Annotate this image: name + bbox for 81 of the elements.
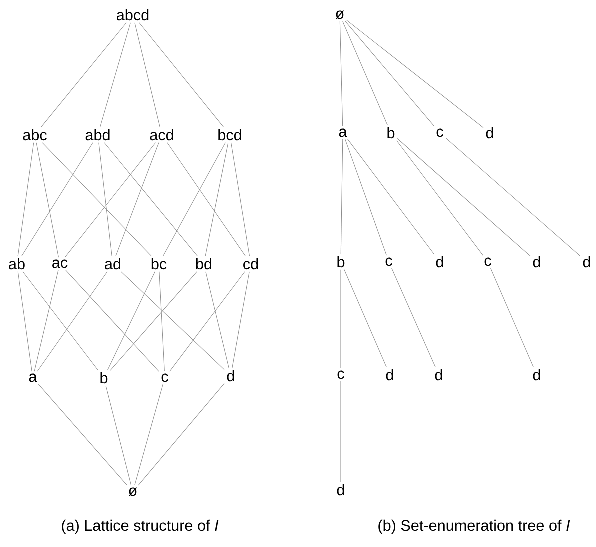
connector-line [36,142,60,258]
node-label: ac [52,260,68,268]
connector-line [104,142,198,256]
connector-line [346,20,484,128]
connector-line [139,22,224,128]
connector-line [170,272,246,372]
connector-line [134,384,164,486]
connector-line [121,272,225,370]
node-label: d [435,369,442,381]
connector-line [206,272,230,368]
node-label: c [436,128,444,138]
node-label: bc [152,258,167,270]
connector-line [66,270,160,372]
node-label: d [227,370,234,382]
connector-line [490,268,534,368]
connector-line [106,386,132,486]
connector-line [134,22,160,128]
node-label: abc [23,129,47,141]
node-label: a [29,374,38,382]
connector-line [37,272,108,372]
connector-line [159,272,165,372]
node-label: c [484,258,492,266]
node-label: acd [150,129,174,141]
connector-line [116,142,160,256]
connector-line [108,272,156,370]
connector-line [340,381,342,482]
connector-line [342,21,388,126]
node-label: ø [128,488,138,496]
node-label: ø [336,10,344,20]
node-label: ad [105,258,121,270]
node-label: abd [86,129,110,141]
node-label: d [583,256,590,268]
connector-line [138,383,225,486]
connector-line [205,142,229,256]
connector-line [232,272,250,368]
node-label: bd [196,258,212,270]
connector-line [231,142,250,256]
node-label: b [388,127,395,139]
node-label: abcd [117,9,149,21]
node-label: a [339,128,348,138]
connector-line [345,21,435,127]
connector-line [98,142,112,256]
connector-line [340,21,344,127]
node-label: bcd [218,129,242,141]
connector-line [345,139,387,256]
connector-line [446,138,581,257]
connector-line [18,272,32,372]
node-label: c [338,370,344,380]
node-label: b [100,372,108,384]
node-label: b [338,256,345,268]
figure-caption: (b) Set-enumeration tree of I [378,520,570,534]
connector-line [340,270,342,369]
connector-line [22,142,94,256]
node-label: d [533,256,540,268]
node-label: c [386,258,392,266]
connector-line [41,22,127,128]
figure-caption: (a) Lattice structure of I [62,520,219,534]
connector-line [396,140,484,256]
node-label: d [386,369,394,381]
connector-line [344,270,387,368]
connector-line [340,139,344,254]
node-label: ab [9,258,25,270]
connector-line [18,142,34,256]
connector-line [38,384,128,486]
connector-line [392,268,436,368]
node-label: d [337,484,344,496]
connector-line [100,22,131,128]
connector-line [34,270,59,372]
connector-line [42,142,152,256]
node-label: c [162,374,168,382]
connector-line [348,139,434,254]
connector-line [110,272,198,371]
node-label: d [486,127,494,139]
connector-line [167,142,246,256]
node-label: d [436,256,444,268]
connector-line [397,138,531,256]
node-label: cd [244,258,258,270]
node-label: d [533,369,540,381]
connector-line [22,272,98,370]
connector-line [163,142,226,256]
connector-line [64,142,156,258]
